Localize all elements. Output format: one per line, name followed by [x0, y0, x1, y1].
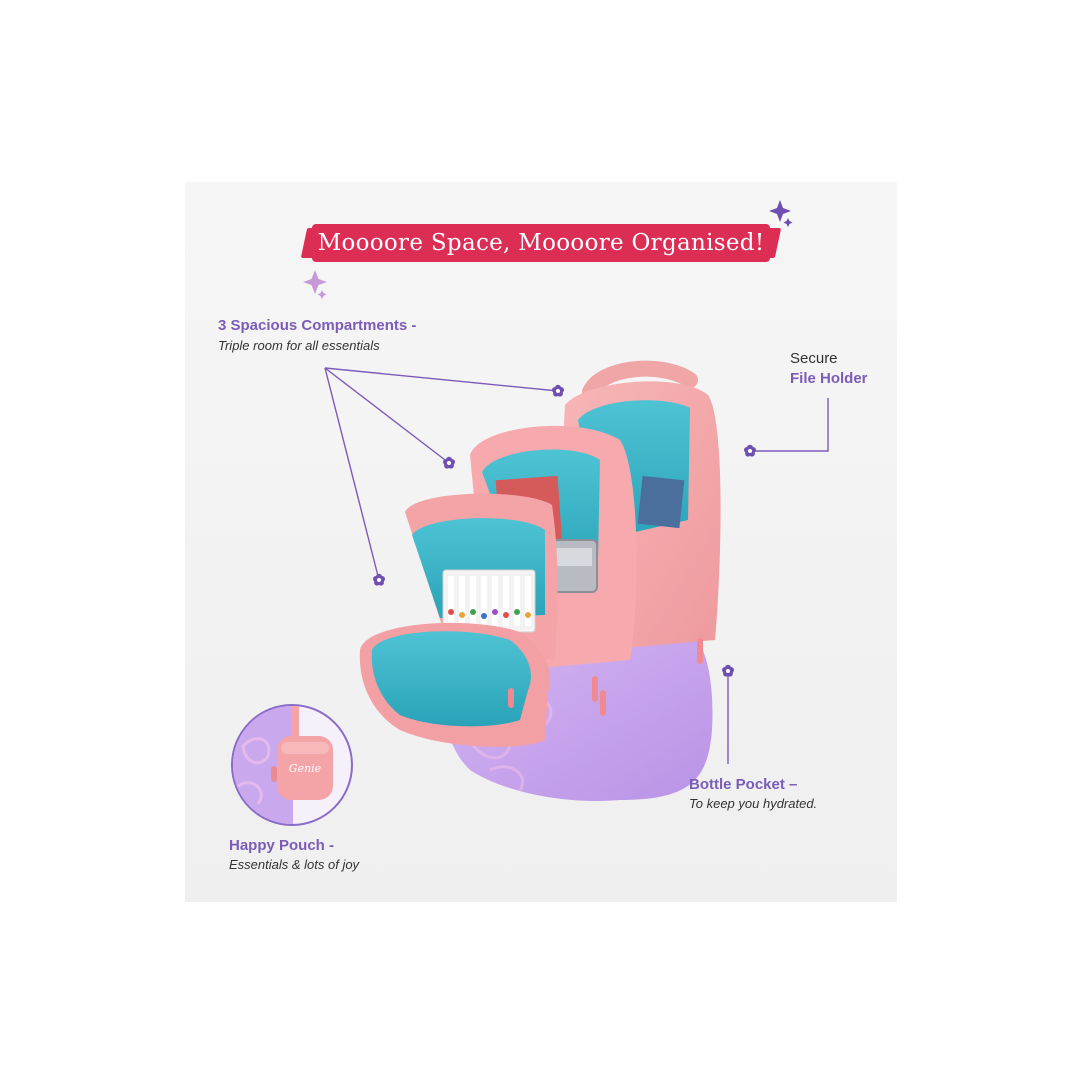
flower-marker-icon [373, 573, 385, 586]
flower-marker-icon [744, 444, 756, 457]
bottle-pocket-subtitle: To keep you hydrated. [689, 796, 818, 811]
flower-marker-icon [722, 664, 734, 677]
file-holder-leader-line [750, 398, 829, 452]
marker-set [442, 569, 536, 633]
compartments-title: 3 Spacious Compartments - [218, 317, 417, 334]
compartment-leader-lines [324, 367, 559, 581]
file-holder-line1: Secure [790, 350, 838, 367]
headline-text: Moooore Space, Moooore Organised! [317, 230, 765, 256]
file-holder-line2: File Holder [790, 370, 868, 387]
pouch-illustration: Genie [233, 706, 333, 824]
pouch-logo: Genie [289, 762, 322, 775]
sparkle-icon [303, 270, 327, 299]
sparkle-icon [769, 200, 793, 227]
bottle-pocket-title: Bottle Pocket – [689, 776, 798, 793]
flower-marker-icon [552, 384, 564, 397]
happy-pouch-inset: Genie [231, 704, 353, 826]
backpack-illustration [359, 360, 721, 801]
flower-marker-icon [443, 456, 455, 469]
headline-banner: Moooore Space, Moooore Organised! [312, 224, 770, 262]
compartments-subtitle: Triple room for all essentials [218, 338, 380, 353]
happy-pouch-subtitle: Essentials & lots of joy [229, 857, 360, 872]
happy-pouch-title: Happy Pouch - [229, 837, 335, 854]
